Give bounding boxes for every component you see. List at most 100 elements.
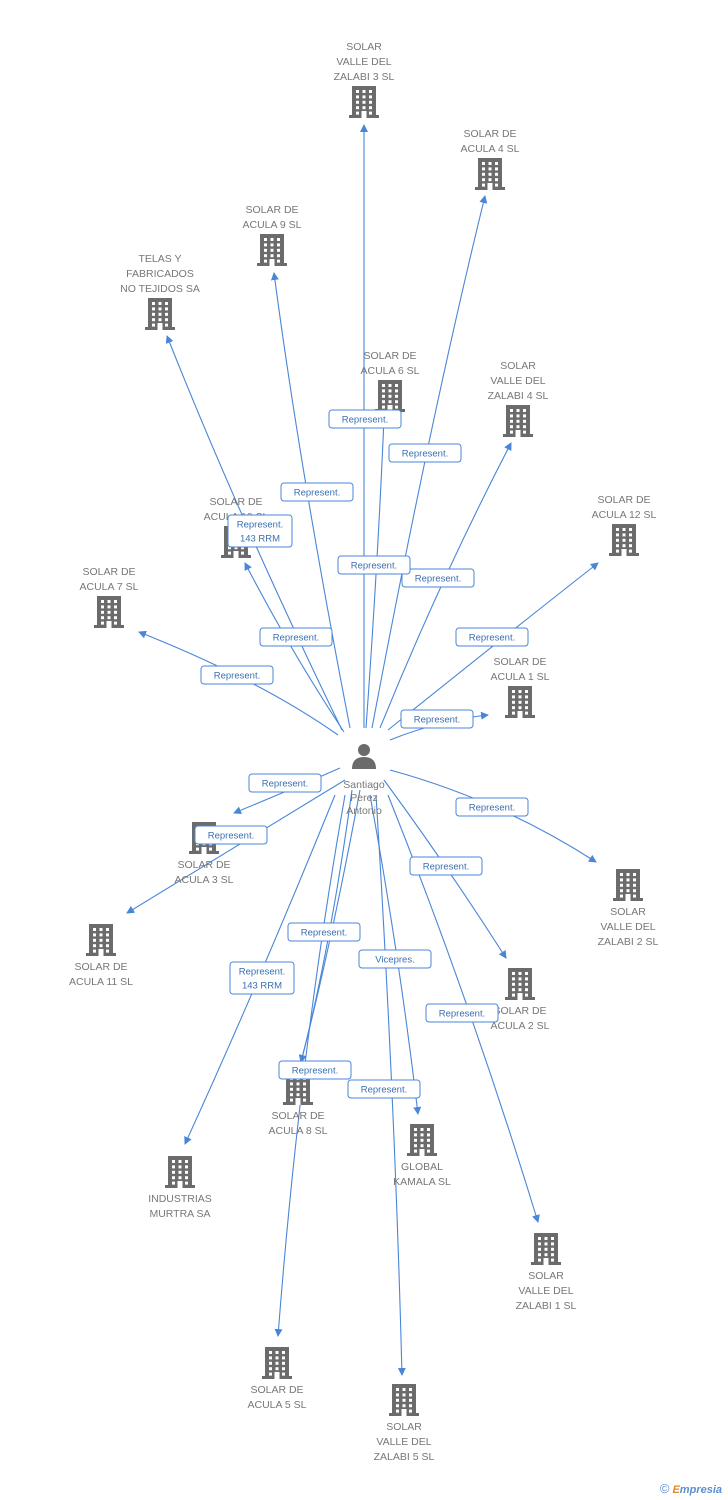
footer-brand[interactable]: ©Empresia	[660, 1481, 722, 1496]
company-name-line: VALLE DEL	[376, 1436, 431, 1448]
relation-label-text: 143 RRM	[240, 534, 280, 545]
person-name-line: Perez	[350, 792, 377, 804]
company-name-line: ZALABI 5 SL	[374, 1451, 435, 1463]
relation-label-text: Represent.	[351, 561, 397, 572]
relation-label-text: Represent.	[208, 831, 254, 842]
relation-label-sa8[interactable]: Represent.	[287, 922, 361, 942]
building-icon	[503, 405, 533, 437]
company-name-line: SOLAR	[346, 41, 382, 53]
building-icon	[609, 524, 639, 556]
company-name-line: SOLAR DE	[82, 566, 135, 578]
company-name-line: FABRICADOS	[126, 268, 194, 280]
relation-label-text: Represent.	[415, 574, 461, 585]
company-name-line: ZALABI 2 SL	[598, 936, 659, 948]
company-name-line: SOLAR DE	[597, 494, 650, 506]
company-name-line: ACULA 12 SL	[592, 509, 657, 521]
relation-label-glk[interactable]: Vicepres.	[358, 949, 432, 969]
company-node-sv4[interactable]: SOLAR VALLE DEL ZALABI 4 SL	[488, 360, 549, 437]
company-name-line: ACULA 3 SL	[175, 874, 234, 886]
company-name-line: TELAS Y	[139, 253, 182, 265]
building-icon	[389, 1384, 419, 1416]
company-name-line: GLOBAL	[401, 1161, 443, 1173]
company-name-line: SOLAR DE	[177, 859, 230, 871]
company-name-line: SOLAR DE	[271, 1110, 324, 1122]
relation-label-sa10[interactable]: Represent.	[259, 627, 333, 647]
company-node-sa11[interactable]: SOLAR DE ACULA 11 SL	[69, 924, 133, 988]
relation-label-sa7[interactable]: Represent.	[200, 665, 274, 685]
company-name-line: VALLE DEL	[490, 375, 545, 387]
company-name-line: VALLE DEL	[600, 921, 655, 933]
company-name-line: INDUSTRIAS	[148, 1193, 212, 1205]
company-name-line: SOLAR DE	[463, 128, 516, 140]
relation-label-text: Represent.	[237, 520, 283, 531]
relation-label-sa4[interactable]: Represent.	[388, 443, 462, 463]
relation-label-sv2[interactable]: Represent.	[455, 797, 529, 817]
company-name-line: SOLAR DE	[250, 1384, 303, 1396]
relation-label-text: 143 RRM	[242, 981, 282, 992]
relation-label-tel[interactable]: Represent. 143 RRM	[227, 514, 293, 548]
relation-label-sa9[interactable]: Represent.	[280, 482, 354, 502]
company-name-line: SOLAR DE	[245, 204, 298, 216]
company-name-line: NO TEJIDOS SA	[120, 283, 200, 295]
relation-label-sv4[interactable]: Represent.	[401, 568, 475, 588]
relation-label-sa5[interactable]: Represent.	[278, 1060, 352, 1080]
relation-label-text: Represent.	[439, 1009, 485, 1020]
building-icon	[349, 86, 379, 118]
company-name-line: ACULA 7 SL	[80, 581, 139, 593]
company-name-line: ACULA 6 SL	[361, 365, 420, 377]
relation-label-sv5[interactable]: Represent.	[347, 1079, 421, 1099]
relation-label-text: Represent.	[292, 1066, 338, 1077]
relation-label-text: Represent.	[273, 633, 319, 644]
relation-label-sa11[interactable]: Represent.	[194, 825, 268, 845]
building-icon	[407, 1124, 437, 1156]
building-icon	[94, 596, 124, 628]
relation-label-sa1[interactable]: Represent.	[400, 709, 474, 729]
relation-label-ind[interactable]: Represent.143 RRM	[229, 961, 295, 995]
building-icon	[505, 686, 535, 718]
relation-label-sa3[interactable]: Represent.	[248, 773, 322, 793]
building-icon	[262, 1347, 292, 1379]
relation-label-text: Vicepres.	[375, 955, 414, 966]
company-node-tel[interactable]: TELAS Y FABRICADOS NO TEJIDOS SA	[120, 253, 200, 330]
company-name-line: SOLAR DE	[493, 656, 546, 668]
company-node-sv3[interactable]: SOLAR VALLE DEL ZALABI 3 SL	[334, 41, 395, 118]
company-name-line: SOLAR DE	[74, 961, 127, 973]
relation-label-sa6[interactable]: Represent.	[328, 409, 402, 429]
relation-label-text: Represent.	[469, 633, 515, 644]
brand-logo: Empresia	[672, 1484, 722, 1496]
person-icon	[352, 744, 376, 769]
building-icon	[613, 869, 643, 901]
company-name-line: SOLAR DE	[493, 1005, 546, 1017]
building-icon	[375, 380, 405, 412]
company-name-line: SOLAR DE	[209, 496, 262, 508]
company-name-line: ZALABI 4 SL	[488, 390, 549, 402]
relation-label-sa2[interactable]: Represent.	[409, 856, 483, 876]
company-name-line: ZALABI 3 SL	[334, 71, 395, 83]
company-name-line: SOLAR	[500, 360, 536, 372]
company-name-line: ACULA 11 SL	[69, 976, 133, 988]
relation-label-text: Represent.	[342, 415, 388, 426]
relation-label-sa8[interactable]: Represent.	[337, 555, 411, 575]
building-icon	[145, 298, 175, 330]
relation-label-text: Represent.	[294, 488, 340, 499]
company-node-sa7[interactable]: SOLAR DE ACULA 7 SL	[80, 566, 139, 628]
relation-label-sv1[interactable]: Represent.	[425, 1003, 499, 1023]
relation-label-sa12[interactable]: Represent.	[455, 627, 529, 647]
relation-label-text: Represent.	[414, 715, 460, 726]
company-node-sa12[interactable]: SOLAR DE ACULA 12 SL	[592, 494, 657, 556]
company-name-line: VALLE DEL	[336, 56, 391, 68]
